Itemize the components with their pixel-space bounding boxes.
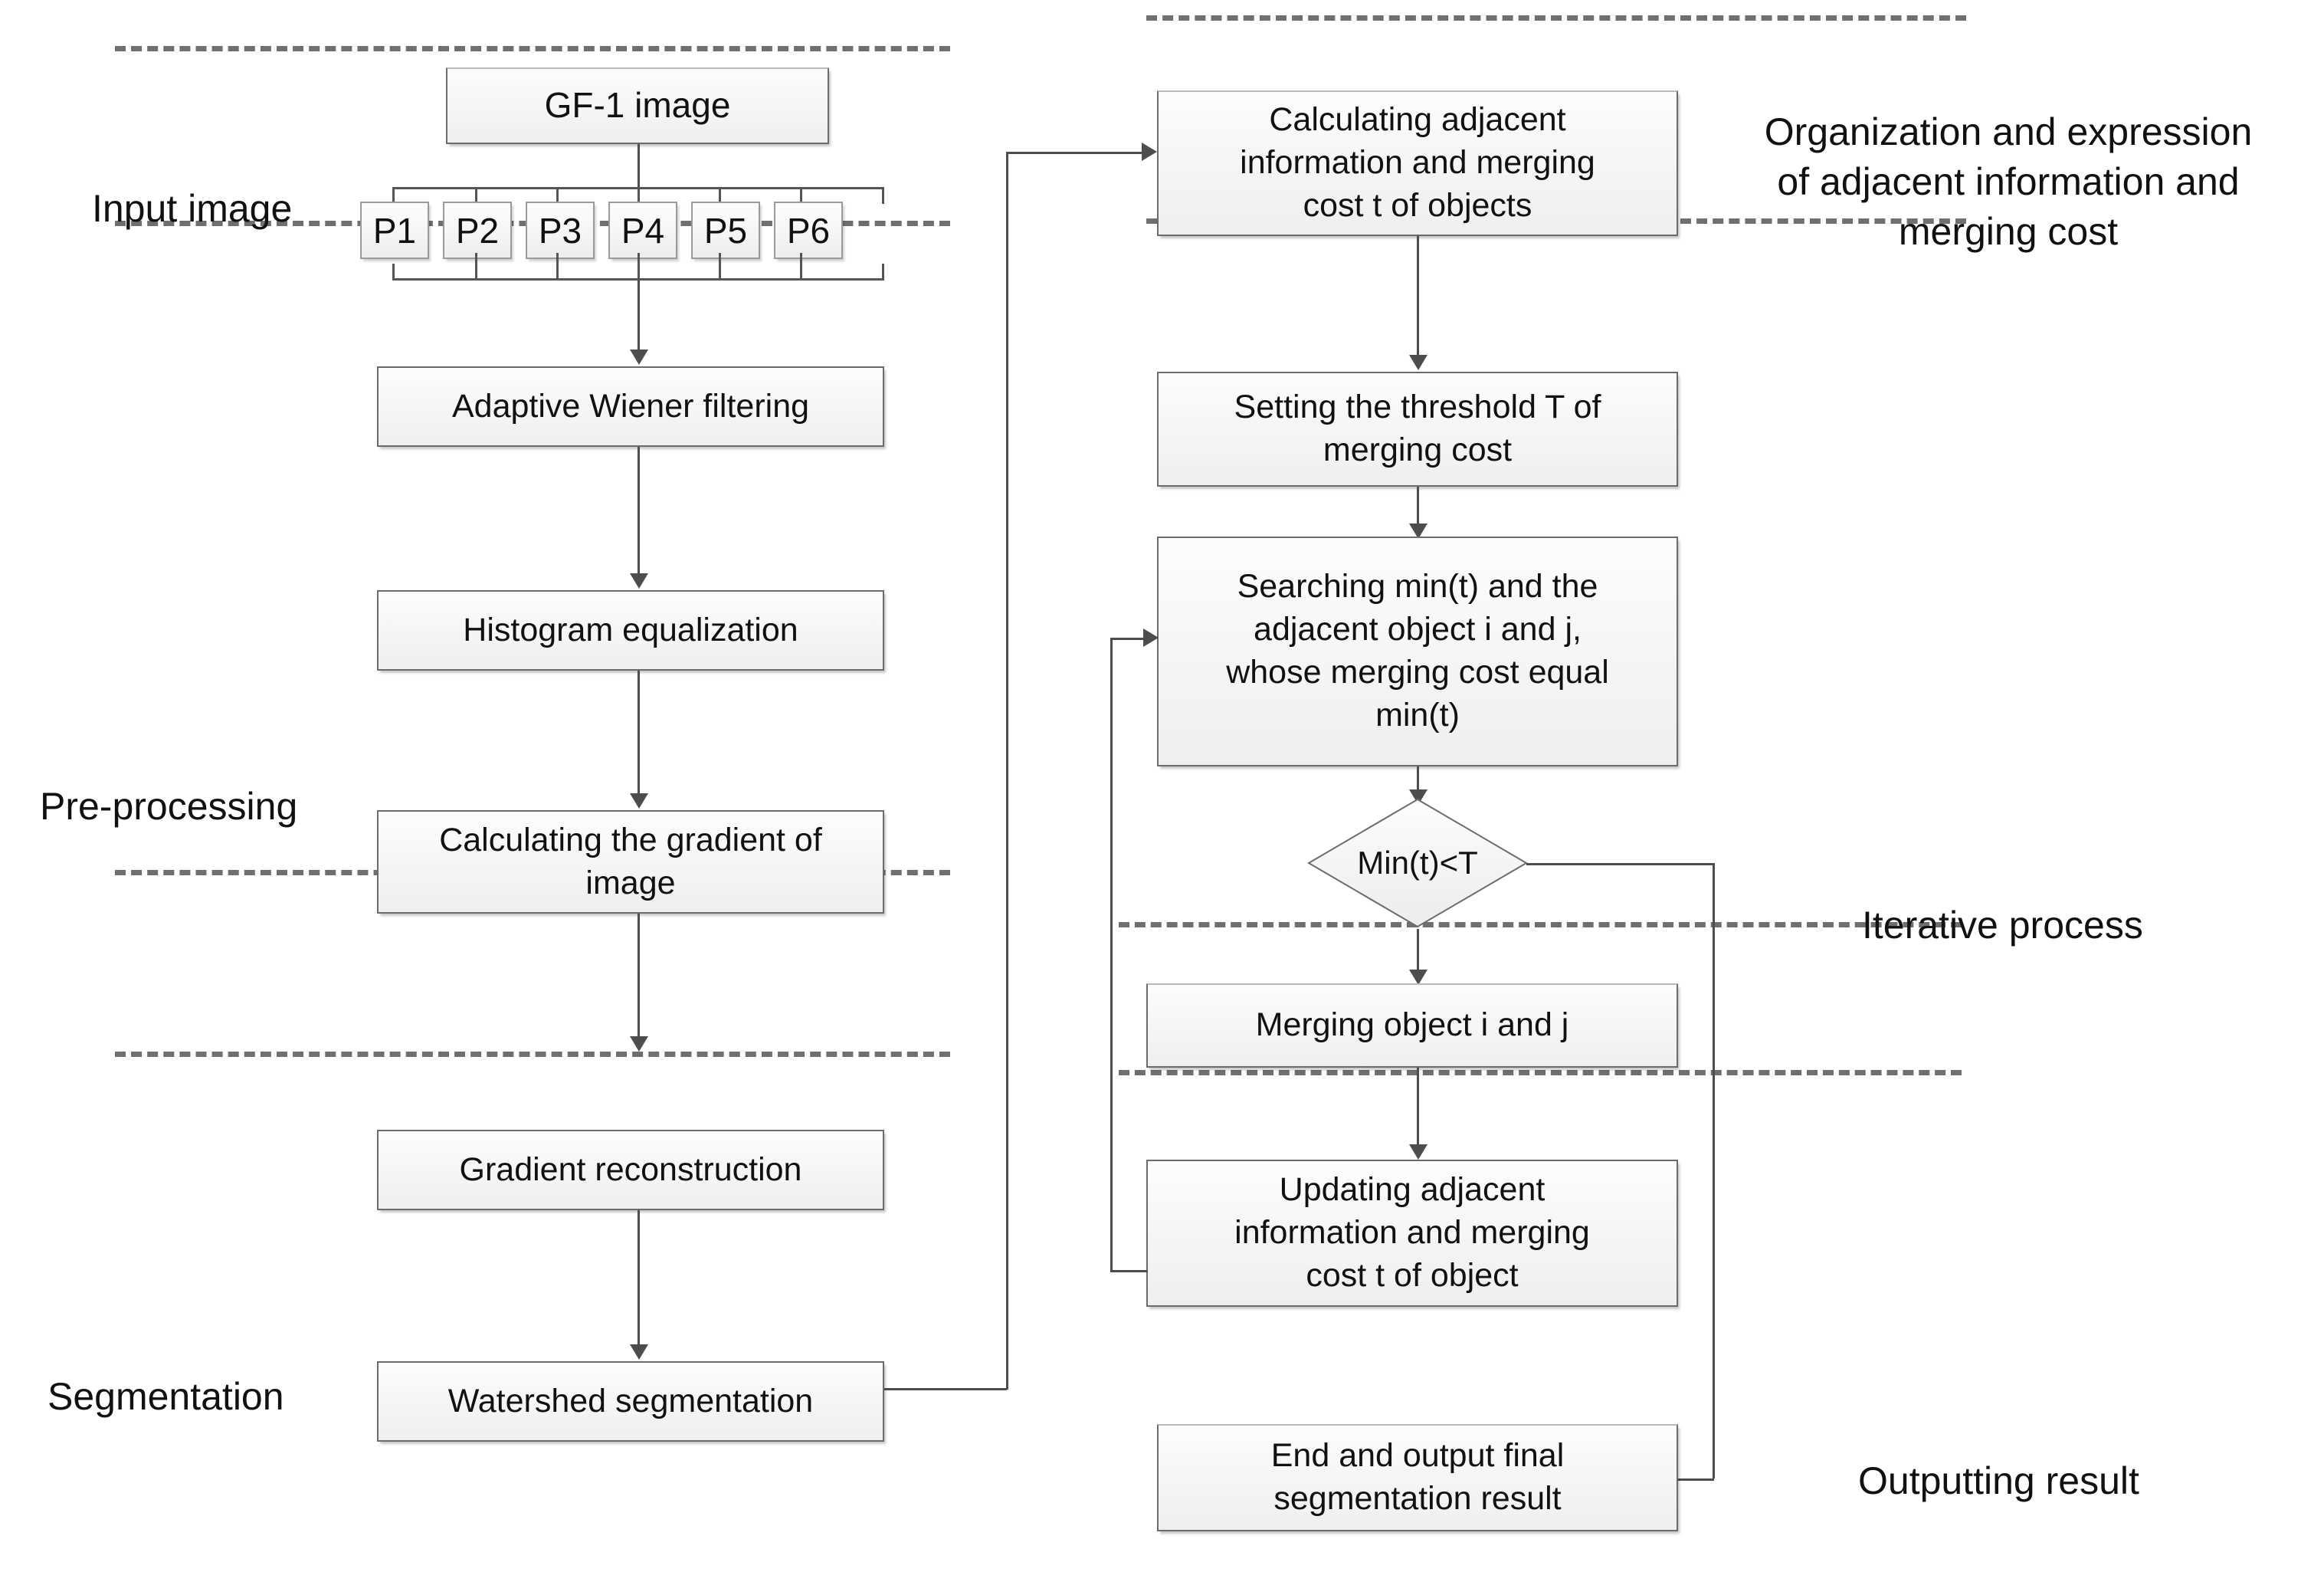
arrowhead-adjacent-to-threshold (1409, 355, 1428, 370)
box-updating-adjacent-info[interactable]: Updating adjacent information and mergin… (1146, 1160, 1678, 1307)
connector-merging-to-updating (1417, 1068, 1419, 1152)
connector-watershed-right (884, 1388, 1007, 1390)
stage-label-outputting-result: Outputting result (1858, 1459, 2139, 1502)
bracket-tick-top-2 (556, 187, 559, 215)
connector-decision-down (1713, 863, 1715, 1478)
bracket-tick-bot-2 (556, 253, 559, 281)
arrowhead-reconstruction-to-watershed (630, 1344, 648, 1360)
box-end-output-result[interactable]: End and output final segmentation result (1157, 1424, 1678, 1531)
box-merging-object[interactable]: Merging object i and j (1146, 983, 1678, 1068)
stage-label-pre-processing: Pre-processing (40, 785, 298, 828)
patch-box-p1[interactable]: P1 (360, 202, 429, 259)
connector-gradient-to-reconstruction (638, 914, 640, 1036)
patch-box-p5[interactable]: P5 (691, 202, 760, 259)
box-watershed-segmentation[interactable]: Watershed segmentation (377, 1361, 884, 1442)
bracket-tick-top-3 (638, 187, 640, 215)
connector-wiener-to-histogram (638, 447, 640, 573)
connector-patches-to-wiener (638, 281, 640, 350)
separator-bottom-right (1119, 1070, 1962, 1075)
arrowhead-decision-to-merging (1409, 970, 1428, 985)
separator-iter-out (1119, 922, 1962, 927)
connector-decision-to-merging (1417, 929, 1419, 975)
arrowhead-threshold-to-searching (1409, 523, 1428, 539)
arrowhead-histogram-to-gradient (630, 793, 648, 809)
bracket-tick-bot-4 (719, 253, 721, 281)
connector-reconstruction-to-watershed (638, 1210, 640, 1344)
bracket-tick-top-1 (475, 187, 477, 215)
bracket-tick-bot-5 (800, 253, 802, 281)
connector-searching-to-decision (1417, 766, 1419, 801)
connector-watershed-to-adjacent (1006, 152, 1142, 154)
patch-box-p3[interactable]: P3 (526, 202, 595, 259)
box-searching-min-t[interactable]: Searching min(t) and the adjacent object… (1157, 537, 1678, 766)
separator-top-left (115, 46, 950, 51)
box-adaptive-wiener-filtering[interactable]: Adaptive Wiener filtering (377, 366, 884, 447)
connector-decision-right (1526, 863, 1714, 865)
separator-top-right (1146, 15, 1966, 21)
connector-watershed-up (1006, 152, 1008, 1390)
box-gf1-image[interactable]: GF-1 image (446, 67, 829, 144)
box-histogram-equalization[interactable]: Histogram equalization (377, 590, 884, 671)
decision-min-t-less-than-t[interactable]: Min(t)<T (1306, 797, 1529, 929)
patch-box-p6[interactable]: P6 (774, 202, 843, 259)
stage-label-organization: Organization and expression of adjacent … (1764, 110, 2253, 253)
patch-box-p2[interactable]: P2 (443, 202, 512, 259)
box-gradient-reconstruction[interactable]: Gradient reconstruction (377, 1130, 884, 1210)
stage-label-segmentation: Segmentation (48, 1375, 284, 1418)
bracket-tick-top-5 (800, 187, 802, 215)
separator-bottom-left (115, 1052, 950, 1057)
connector-updating-left (1110, 1270, 1148, 1272)
arrowhead-patches-to-wiener (630, 350, 648, 365)
connector-threshold-to-searching (1417, 487, 1419, 529)
connector-feedback-up (1110, 638, 1113, 1272)
bracket-tick-top-4 (719, 187, 721, 215)
stage-label-input-image: Input image (92, 187, 293, 230)
arrowhead-wiener-to-histogram (630, 573, 648, 589)
arrowhead-merging-to-updating (1409, 1144, 1428, 1160)
connector-histogram-to-gradient (638, 671, 640, 793)
arrowhead-gradient-to-reconstruction (630, 1036, 648, 1052)
bracket-bottom-patches (392, 264, 884, 281)
diamond-shape (1307, 798, 1528, 928)
arrowhead-feedback-to-searching (1143, 628, 1159, 647)
stage-label-iterative-process: Iterative process (1862, 904, 2143, 947)
connector-adjacent-to-threshold (1417, 236, 1419, 355)
patch-box-p4[interactable]: P4 (608, 202, 677, 259)
connector-feedback-to-searching (1110, 638, 1144, 640)
arrowhead-watershed-to-adjacent (1142, 143, 1157, 161)
box-calculating-gradient[interactable]: Calculating the gradient of image (377, 810, 884, 914)
connector-gf1-to-bracket (638, 144, 640, 187)
box-calculating-adjacent-info[interactable]: Calculating adjacent information and mer… (1157, 90, 1678, 236)
box-setting-threshold[interactable]: Setting the threshold T of merging cost (1157, 372, 1678, 487)
bracket-tick-bot-3 (638, 253, 640, 281)
bracket-tick-bot-1 (475, 253, 477, 281)
